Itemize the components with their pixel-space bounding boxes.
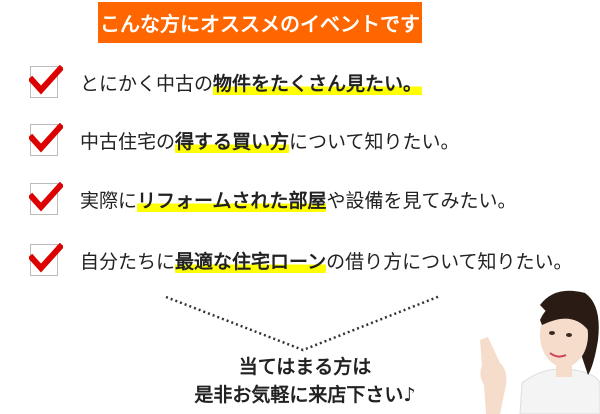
item-text: 自分たちに最適な住宅ローンの借り方について知りたい。 xyxy=(80,250,573,273)
item-text: とにかく中古の物件をたくさん見たい。 xyxy=(80,72,423,95)
closing-line-1: 当てはまる方は xyxy=(238,356,372,378)
list-item: とにかく中古の物件をたくさん見たい。 xyxy=(29,65,423,98)
checkbox-checked-icon xyxy=(29,182,63,215)
checkbox-checked-icon xyxy=(29,123,63,156)
item-text: 中古住宅の得する買い方について知りたい。 xyxy=(80,130,460,153)
checkbox-checked-icon xyxy=(29,243,63,276)
item-text: 実際にリフォームされた部屋や設備を見てみたい。 xyxy=(80,189,517,212)
list-item: 中古住宅の得する買い方について知りたい。 xyxy=(29,123,460,156)
woman-pointing-illustration xyxy=(480,290,600,414)
banner-title: こんな方にオススメのイベントです xyxy=(98,2,422,43)
closing-line-2: 是非お気軽に来店下さい♪ xyxy=(194,384,416,406)
checkbox-checked-icon xyxy=(29,65,63,98)
list-item: 実際にリフォームされた部屋や設備を見てみたい。 xyxy=(29,182,517,215)
list-item: 自分たちに最適な住宅ローンの借り方について知りたい。 xyxy=(29,243,573,276)
